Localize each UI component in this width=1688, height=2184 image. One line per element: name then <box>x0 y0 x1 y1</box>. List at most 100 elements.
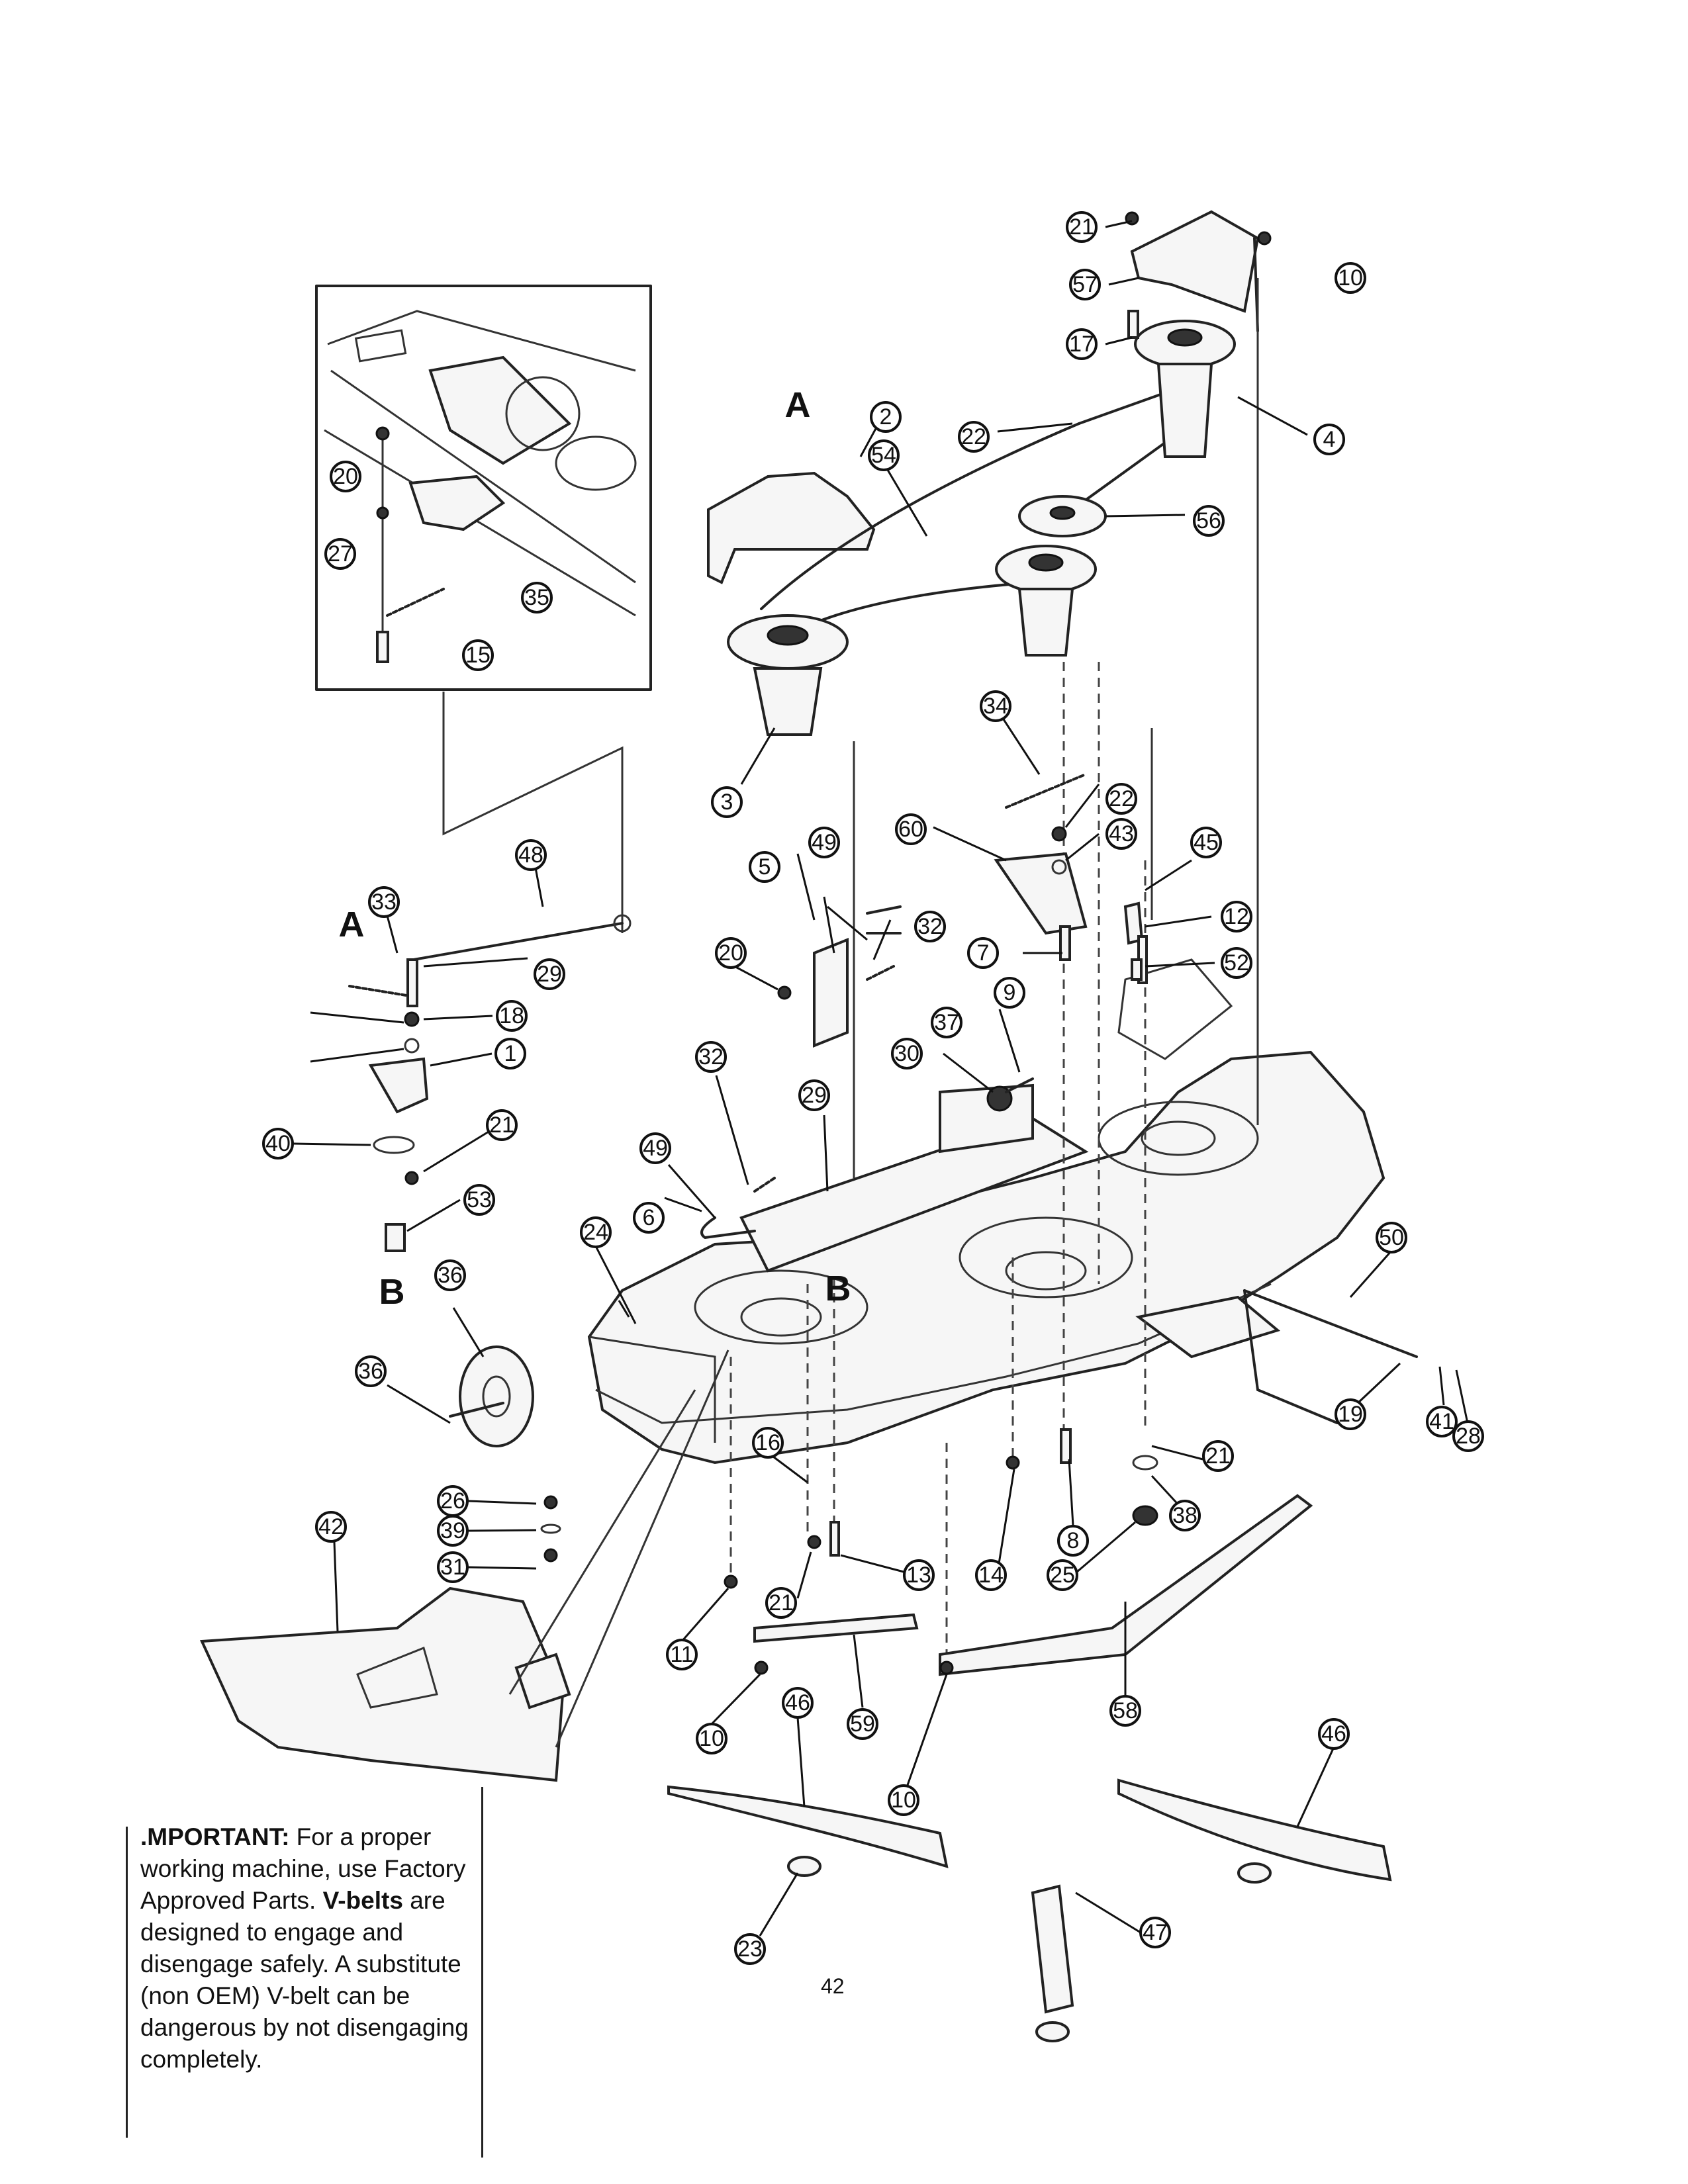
callout-6: 6 <box>633 1202 665 1234</box>
callout-text: 13 <box>906 1563 931 1588</box>
callout-29: 29 <box>534 958 565 990</box>
callout-46b: 46 <box>1318 1718 1350 1750</box>
callout-2: 2 <box>870 401 902 433</box>
callout-text: 7 <box>977 940 990 966</box>
callout-text: 8 <box>1067 1528 1080 1553</box>
callout-47: 47 <box>1139 1917 1171 1948</box>
callout-text: 29 <box>537 962 562 987</box>
important-note: .MPORTANT: For a proper working machine,… <box>140 1821 471 2075</box>
callout-32b: 32 <box>695 1041 727 1073</box>
callout-text: 29 <box>802 1083 827 1108</box>
callout-48: 48 <box>515 839 547 871</box>
callout-text: 46 <box>785 1690 810 1715</box>
callout-text: 32 <box>698 1044 724 1069</box>
ref-label-a-top: A <box>785 385 811 425</box>
note-belt-text: are designed to engage and disengage saf… <box>140 1887 469 2073</box>
callout-text: 35 <box>524 585 549 610</box>
callout-5: 5 <box>749 851 780 883</box>
gauge-wheel-group <box>348 914 632 1447</box>
callout-32: 32 <box>914 911 946 942</box>
callout-25: 25 <box>1047 1559 1078 1591</box>
callout-13: 13 <box>903 1559 935 1591</box>
callout-36b: 36 <box>355 1355 387 1387</box>
baffles <box>540 1428 1313 1676</box>
leader-lines <box>293 220 1470 1936</box>
callout-text: 20 <box>718 940 743 966</box>
callout-9: 9 <box>994 977 1025 1009</box>
callout-27: 27 <box>324 538 356 570</box>
callout-43: 43 <box>1105 818 1137 850</box>
callout-text: 41 <box>1429 1409 1454 1434</box>
callout-text: 39 <box>440 1518 465 1543</box>
callout-3: 3 <box>711 786 743 818</box>
callout-18: 18 <box>496 1000 528 1032</box>
callout-text: 52 <box>1224 950 1249 976</box>
callout-text: 59 <box>850 1711 875 1737</box>
callout-10c: 10 <box>888 1784 919 1816</box>
callout-text: 9 <box>1004 980 1016 1005</box>
note-lead-bold: .MPORTANT: <box>140 1823 290 1850</box>
callout-text: 21 <box>769 1590 794 1615</box>
note-rule-left <box>126 1827 128 2138</box>
inset-detail <box>315 285 652 691</box>
callout-text: 27 <box>328 541 353 567</box>
callout-17: 17 <box>1066 328 1098 360</box>
callout-text: 42 <box>318 1514 344 1539</box>
callout-text: 31 <box>440 1555 465 1580</box>
page-number: 42 <box>821 1974 845 1998</box>
callout-text: 36 <box>358 1359 383 1384</box>
callout-text: 3 <box>721 790 733 815</box>
idler-parts <box>700 773 1148 1239</box>
callout-text: 49 <box>812 830 837 855</box>
callout-49b: 49 <box>639 1132 671 1164</box>
callout-text: 10 <box>699 1726 724 1751</box>
callout-28: 28 <box>1452 1420 1484 1452</box>
ref-label-a-left: A <box>339 905 365 944</box>
callout-19: 19 <box>1335 1398 1366 1430</box>
callout-40: 40 <box>262 1128 294 1160</box>
callout-text: 12 <box>1224 904 1249 929</box>
callout-text: 4 <box>1323 427 1336 452</box>
callout-22: 22 <box>958 421 990 453</box>
callout-text: 28 <box>1456 1424 1481 1449</box>
callout-30: 30 <box>891 1038 923 1069</box>
callout-10: 10 <box>1335 262 1366 294</box>
callout-12: 12 <box>1221 901 1252 933</box>
callout-57: 57 <box>1069 269 1101 300</box>
callout-text: 56 <box>1196 508 1221 533</box>
alignment-lines <box>729 278 1259 1668</box>
callout-text: 34 <box>983 694 1008 719</box>
callout-text: 40 <box>265 1131 291 1156</box>
callout-60: 60 <box>895 813 927 845</box>
callout-14: 14 <box>975 1559 1007 1591</box>
callout-52: 52 <box>1221 947 1252 979</box>
callout-text: 22 <box>961 424 986 449</box>
blades <box>667 1661 1392 2042</box>
callout-text: 57 <box>1072 272 1098 297</box>
callout-37: 37 <box>931 1007 962 1038</box>
mower-deck <box>587 958 1418 1465</box>
callout-38: 38 <box>1169 1500 1201 1531</box>
callout-text: 1 <box>504 1041 517 1066</box>
callout-8: 8 <box>1057 1525 1089 1557</box>
callout-text: 32 <box>917 914 943 939</box>
callout-text: 50 <box>1379 1225 1404 1250</box>
callout-21d: 21 <box>765 1587 797 1619</box>
callout-41: 41 <box>1426 1406 1458 1437</box>
belt-pulley-assembly <box>707 210 1272 736</box>
callout-text: 18 <box>499 1003 524 1028</box>
callout-54: 54 <box>868 439 900 471</box>
ref-label-b-left: B <box>379 1272 405 1312</box>
callout-text: 14 <box>978 1563 1004 1588</box>
callout-15: 15 <box>462 639 494 671</box>
callout-text: 5 <box>759 854 771 880</box>
callout-text: 23 <box>737 1936 763 1962</box>
callout-text: 60 <box>898 817 923 842</box>
callout-20b: 20 <box>715 937 747 969</box>
callout-text: 43 <box>1109 821 1134 846</box>
callout-text: 48 <box>518 842 543 868</box>
note-rule-right <box>481 1787 483 2158</box>
callout-text: 36 <box>438 1263 463 1288</box>
callout-45: 45 <box>1190 827 1222 858</box>
callout-text: 47 <box>1143 1920 1168 1945</box>
